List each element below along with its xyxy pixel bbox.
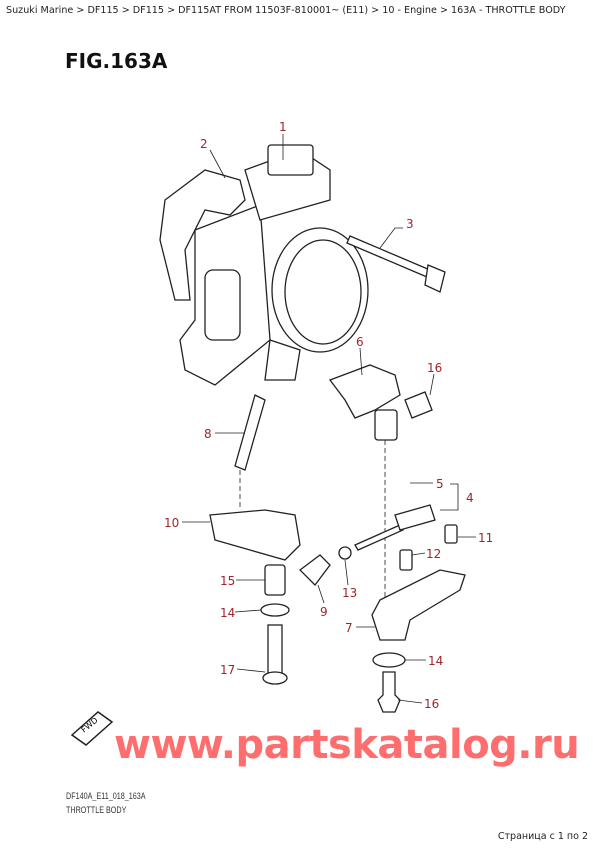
- watermark: www.partskatalog.ru: [114, 722, 580, 768]
- callout-16[interactable]: 16: [427, 361, 442, 375]
- drawing-title: THROTTLE BODY: [66, 805, 127, 815]
- breadcrumb[interactable]: Suzuki Marine > DF115 > DF115 > DF115AT …: [6, 5, 566, 16]
- callout-15[interactable]: 15: [220, 574, 235, 588]
- callout-12[interactable]: 12: [426, 547, 441, 561]
- callout-9[interactable]: 9: [320, 605, 328, 619]
- callout-13[interactable]: 13: [342, 586, 357, 600]
- bolt-16b: [377, 671, 401, 713]
- callout-10[interactable]: 10: [164, 516, 179, 530]
- callout-6[interactable]: 6: [356, 335, 364, 349]
- rod-end-9: [299, 554, 331, 586]
- callout-5[interactable]: 5: [436, 477, 444, 491]
- drawing-code: DF140A_E11_018_163A: [66, 791, 146, 801]
- link-rod-8: [234, 394, 266, 471]
- figure-title: FIG.163A: [65, 49, 168, 73]
- callout-7[interactable]: 7: [345, 621, 353, 635]
- lever-7: [371, 569, 466, 641]
- callout-16b[interactable]: 16: [424, 697, 439, 711]
- callout-1[interactable]: 1: [279, 120, 287, 134]
- fwd-arrow-icon: FWD: [70, 711, 114, 746]
- nut-13: [338, 546, 352, 560]
- pagination: Страница с 1 по 2: [497, 831, 588, 842]
- callout-11[interactable]: 11: [478, 531, 493, 545]
- bracket-6: [328, 364, 401, 419]
- callout-3[interactable]: 3: [406, 217, 414, 231]
- throttle-body: [159, 144, 369, 386]
- bolt-17: [267, 624, 283, 676]
- rod-4: [354, 524, 404, 551]
- lever-10: [209, 509, 301, 561]
- collar: [374, 409, 398, 441]
- callout-4[interactable]: 4: [466, 491, 474, 505]
- callout-8[interactable]: 8: [204, 427, 212, 441]
- bolt-16: [404, 391, 433, 419]
- leader-lines: [182, 134, 476, 704]
- collar-15: [264, 564, 286, 596]
- callout-14[interactable]: 14: [220, 606, 235, 620]
- bolt-3: [346, 235, 446, 293]
- washer-14: [260, 603, 290, 617]
- callout-14b[interactable]: 14: [428, 654, 443, 668]
- callout-17[interactable]: 17: [220, 663, 235, 677]
- callout-2[interactable]: 2: [200, 137, 208, 151]
